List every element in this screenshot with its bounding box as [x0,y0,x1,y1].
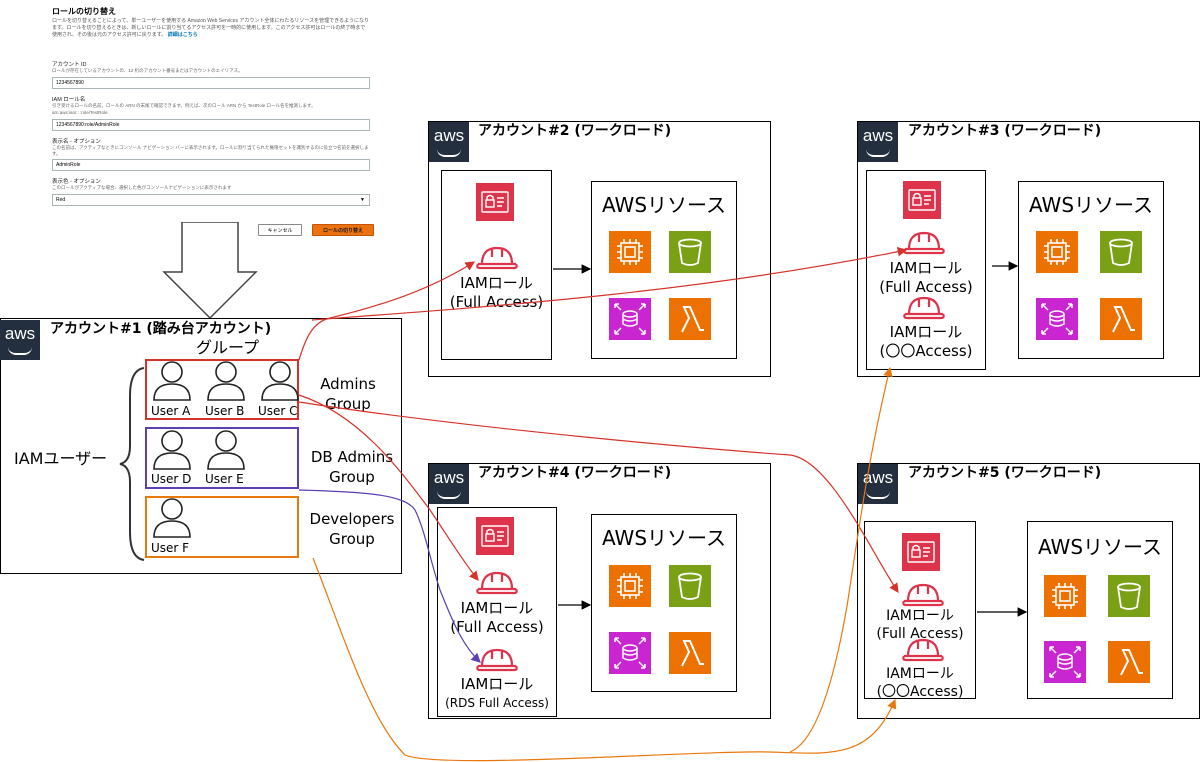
admins-to-account2-arrow [298,261,476,361]
role-name-label: IAM ロール名 [52,97,86,103]
console-heading: ロールの切り替え [52,7,116,16]
developers-to-account3-arrow [789,366,893,753]
developers-group-box[interactable] [145,496,299,558]
down-arrow-icon [162,222,258,320]
display-name-help: この名前は、アクティブなときにコンソール ナビゲーション バーに表示されます。ロ… [52,145,369,156]
account-id-help: ロールが存在しているアカウントの、12 桁のアカウント番号またはアカウントのエイ… [52,68,243,73]
account-4-title: アカウント#4 (ワークロード) [478,465,672,481]
admins-to-account5-arrow [298,401,899,593]
account-2-resources-title: AWSリソース [601,193,727,217]
account-3-title: アカウント#3 (ワークロード) [908,123,1102,139]
display-name-input[interactable]: AdminRole [52,159,370,171]
role-name-help: 引き受けるロールの名前。ロールの ARN の末尾で確認できます。例えば、次のロー… [52,103,316,108]
user-c-label: User C [258,404,298,418]
user-e-label: User E [205,472,244,486]
aws-logo-icon: aws [429,464,469,504]
display-color-label: 表示色 - オプション [52,179,101,185]
db-admins-group-box[interactable] [145,427,299,489]
aws-logo-icon: aws [858,122,898,162]
user-d-label: User D [151,472,192,486]
user-a-label: User A [151,404,191,418]
curly-brace [119,367,145,561]
admins-to-account4-arrow [298,394,479,581]
display-color-select[interactable]: Red ▼ [52,194,370,206]
learn-more-link[interactable]: 詳細はこちら [167,32,198,38]
dbadmins-to-account4-rds-arrow [298,489,481,663]
account-4-role-full: IAMロール(Full Access) [450,599,544,636]
account-4-role-rds: IAMロール(RDS Full Access) [445,675,549,710]
display-color-value: Red [56,197,66,203]
account-2-title: アカウント#2 (ワークロード) [478,123,672,139]
switch-role-console: ロールの切り替え ロールを切り替えることによって、単一ユーザーを使用する Ama… [44,0,378,240]
console-description-text: ロールを切り替えることによって、単一ユーザーを使用する Amazon Web S… [52,18,370,38]
aws-logo-icon: aws [429,122,469,162]
admins-group-box[interactable] [145,359,299,420]
account-5-title: アカウント#5 (ワークロード) [908,465,1102,481]
aws-logo-icon: aws [0,320,40,360]
group-caption: グループ [196,338,260,357]
account-3-role-full: IAMロール(Full Access) [879,259,973,296]
iam-users-label: IAMユーザー [14,449,108,468]
account-id-input[interactable]: 1234567890 [52,77,370,89]
switch-role-card: ロールの切り替え ロールを切り替えることによって、単一ユーザーを使用する Ama… [44,0,378,240]
display-name-label: 表示名 - オプション [52,139,101,145]
console-description: ロールを切り替えることによって、単一ユーザーを使用する Amazon Web S… [52,18,370,39]
user-f-label: User F [151,541,190,555]
role-name-input[interactable]: 1234567890:role/AdminRole [52,119,370,131]
aws-logo-icon: aws [858,464,898,504]
role-name-help-arn: arn:aws:iam:: :role/TestRole. [52,110,109,115]
switch-role-button[interactable]: ロールの切り替え [312,224,374,236]
account-1-title: アカウント#1 (踏み台アカウント) [50,321,272,337]
developers-to-account5-arrow [312,557,897,762]
account-2-role-full: IAMロール(Full Access) [449,274,544,311]
cancel-button[interactable]: キャンセル [258,224,302,236]
account-3-role-custom: IAMロール(〇〇Access) [879,323,973,360]
account-4-resources-title: AWSリソース [601,526,727,550]
user-b-label: User B [205,404,245,418]
display-color-help: このロールがアクティブな場合、選択した色がコンソールナビゲーションに表示されます [52,185,232,190]
admins-to-account3-arrow [311,246,908,321]
account-3-resources-title: AWSリソース [1028,193,1154,217]
account-5-role-custom: IAMロール(〇〇Access) [876,666,964,700]
account-5-resources-title: AWSリソース [1037,535,1163,559]
chevron-down-icon: ▼ [360,197,365,203]
account-id-label: アカウント ID [52,62,87,68]
account-5-role-full: IAMロール(Full Access) [876,608,964,642]
